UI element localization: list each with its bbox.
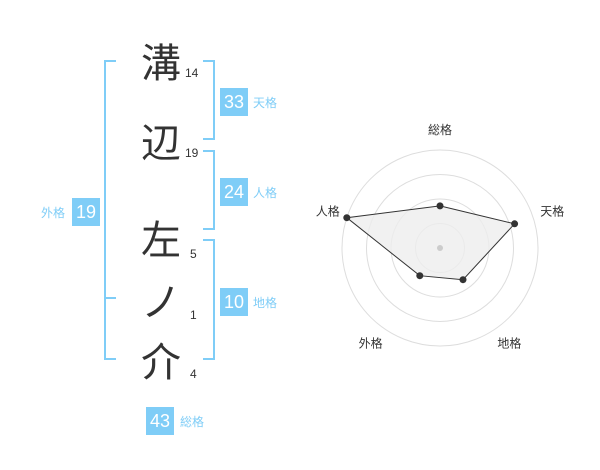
chikaku-value: 10 xyxy=(220,288,248,316)
jinkaku-bracket-bottom xyxy=(203,228,215,230)
gaikaku-value: 19 xyxy=(72,198,100,226)
soukaku-label: 総格 xyxy=(180,415,205,429)
stroke-count-5: 4 xyxy=(190,367,197,381)
name-char-5: 介 xyxy=(141,340,181,386)
gaikaku-bracket xyxy=(104,60,106,360)
chikaku-bracket-top xyxy=(203,239,215,241)
name-char-3: 左 xyxy=(141,218,181,264)
radar-point xyxy=(436,202,444,210)
soukaku-value: 43 xyxy=(146,407,174,435)
gaikaku-bracket-bottom xyxy=(104,358,116,360)
stroke-count-1: 14 xyxy=(185,66,199,80)
radar-axis-label: 総格 xyxy=(428,122,452,137)
name-char-1: 溝 xyxy=(141,41,181,87)
chikaku-bracket-bottom xyxy=(203,358,215,360)
tenkaku-bracket xyxy=(213,60,215,140)
tenkaku-label: 天格 xyxy=(253,96,278,110)
chikaku-bracket xyxy=(213,239,215,360)
stroke-count-4: 1 xyxy=(190,308,197,322)
gaikaku-label: 外格 xyxy=(41,206,66,220)
radar-point xyxy=(459,276,467,284)
radar-center-dot xyxy=(437,245,443,251)
gaikaku-bracket-mid xyxy=(104,297,116,299)
radar-area xyxy=(345,205,516,281)
radar-axis-label: 外格 xyxy=(359,336,383,351)
name-char-4: ノ xyxy=(141,280,181,326)
radar-axis-label: 地格 xyxy=(497,336,521,351)
jinkaku-value: 24 xyxy=(220,178,248,206)
jinkaku-bracket-top xyxy=(203,150,215,152)
radar-ring xyxy=(366,174,514,322)
gaikaku-bracket-top xyxy=(104,60,116,62)
chikaku-label: 地格 xyxy=(253,296,278,310)
radar-point xyxy=(511,220,519,228)
jinkaku-bracket xyxy=(213,150,215,230)
stroke-count-2: 19 xyxy=(185,146,199,160)
stroke-count-3: 5 xyxy=(190,247,197,261)
radar-ring xyxy=(341,149,539,347)
radar-point xyxy=(343,214,351,222)
tenkaku-bracket-top xyxy=(203,60,215,62)
tenkaku-value: 33 xyxy=(220,88,248,116)
radar-axis-label: 天格 xyxy=(540,204,564,219)
name-char-2: 辺 xyxy=(141,121,181,167)
radar-axis-label: 人格 xyxy=(316,204,340,219)
jinkaku-label: 人格 xyxy=(253,186,278,200)
radar-point xyxy=(416,272,424,280)
tenkaku-bracket-bottom xyxy=(203,138,215,140)
